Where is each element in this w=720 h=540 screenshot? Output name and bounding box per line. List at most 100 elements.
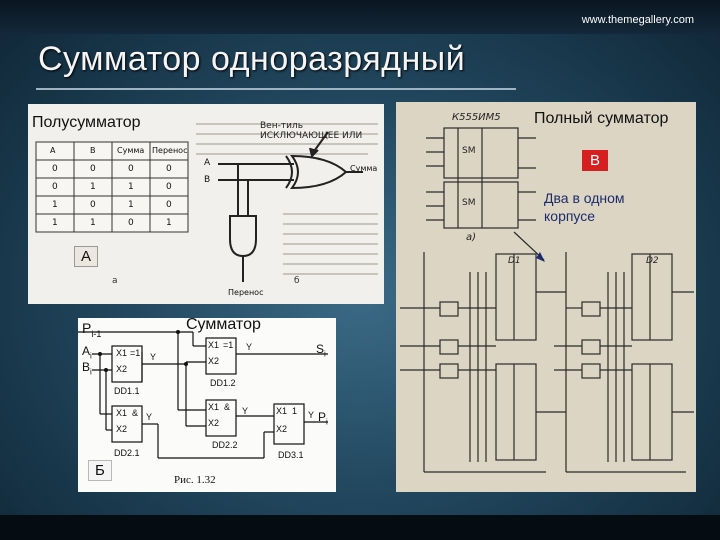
input-b-main: B bbox=[82, 360, 91, 374]
block-d2-upper bbox=[631, 253, 673, 341]
chip-upper-block bbox=[443, 127, 519, 179]
gate-dd2-2-id: DD2.2 bbox=[212, 440, 238, 450]
input-a-main: A bbox=[82, 344, 91, 358]
half-adder-title: Полусумматор bbox=[32, 114, 141, 131]
figure-caption: Рис. 1.32 bbox=[174, 474, 216, 486]
diagram-letter-a: а) bbox=[466, 232, 477, 243]
table-cell: 0 bbox=[90, 200, 96, 210]
chip-lower-block bbox=[443, 181, 519, 229]
block-label-d1: D1 bbox=[508, 256, 521, 266]
table-cell: 0 bbox=[166, 200, 172, 210]
table-header-carry: Перенос bbox=[152, 146, 188, 155]
scanned-text-lines bbox=[196, 123, 378, 275]
half-adder-input-a: A bbox=[204, 158, 211, 168]
gate-dd3-1-id: DD3.1 bbox=[278, 450, 304, 460]
adder-circuit-diagram bbox=[78, 330, 328, 459]
gate-dd1-2-out: Y bbox=[246, 342, 253, 352]
gate-dd3-1-body bbox=[273, 403, 305, 445]
figure-letter-b: б bbox=[294, 276, 300, 286]
table-cell: 1 bbox=[90, 218, 96, 228]
gate-dd1-2-in2: X2 bbox=[208, 356, 220, 366]
half-adder-diagram bbox=[35, 123, 378, 282]
chip-name: К555ИМ5 bbox=[452, 112, 501, 123]
gate-dd2-2-out: Y bbox=[242, 406, 249, 416]
chip-sm-lower: SM bbox=[462, 198, 476, 208]
carry-output-label: Перенос bbox=[228, 288, 264, 297]
gate-dd1-1-in1: X1 bbox=[116, 348, 128, 358]
footer-bar bbox=[0, 515, 720, 540]
gate-dd2-1-op: & bbox=[132, 408, 139, 418]
block-label-d2: D2 bbox=[646, 256, 659, 266]
gate-dd1-1-out: Y bbox=[150, 352, 157, 362]
table-cell: 0 bbox=[52, 182, 58, 192]
gate-dd2-2-op: & bbox=[224, 402, 231, 412]
table-cell: 0 bbox=[166, 164, 172, 174]
slide-title: Сумматор одноразрядный bbox=[38, 40, 466, 78]
chip-sm-upper: SM bbox=[462, 146, 476, 156]
table-cell: 1 bbox=[128, 200, 134, 210]
header-url: www.themegallery.com bbox=[581, 14, 694, 26]
panel-tag-a: А bbox=[74, 246, 99, 267]
input-a-label: Ai bbox=[82, 344, 92, 360]
gate-dd2-1-in1: X1 bbox=[116, 408, 128, 418]
pointer-arrowhead bbox=[536, 252, 545, 262]
truth-table-grid bbox=[35, 141, 189, 233]
table-cell: 1 bbox=[52, 200, 58, 210]
two-in-one-note: Два в одном корпусе bbox=[544, 190, 625, 224]
gate-dd1-1-in2: X2 bbox=[116, 364, 128, 374]
input-p-main: P bbox=[82, 320, 92, 336]
xor-gate bbox=[218, 131, 363, 190]
adder-panel: Сумматор Pi-1 Ai Bi Si Pi X1 X2 =1 Y DD1… bbox=[78, 318, 336, 492]
gate-dd1-2-body bbox=[205, 337, 237, 375]
gate-dd3-1-out: Y bbox=[308, 410, 315, 420]
table-cell: 0 bbox=[90, 164, 96, 174]
gate-dd1-2-in1: X1 bbox=[208, 340, 220, 350]
gate-dd1-1-id: DD1.1 bbox=[114, 386, 140, 396]
output-s-main: S bbox=[316, 342, 325, 356]
panel-tag-b: Б bbox=[88, 460, 112, 481]
input-b-label: Bi bbox=[82, 360, 92, 376]
panel-tag-v: В bbox=[582, 150, 609, 171]
header-bar: www.themegallery.com bbox=[0, 0, 720, 34]
xor-gate-caption: Вен-тиль ИСКЛЮЧАЮЩЕЕ ИЛИ bbox=[260, 121, 363, 141]
input-p-sub: i-1 bbox=[91, 328, 102, 339]
table-header-sum: Сумма bbox=[117, 146, 145, 155]
gate-dd2-1-out: Y bbox=[146, 412, 153, 422]
output-p-sub: i bbox=[326, 417, 328, 427]
table-header-b: B bbox=[90, 146, 96, 155]
title-divider bbox=[36, 88, 516, 90]
gate-dd2-2-in1: X1 bbox=[208, 402, 220, 412]
gate-dd2-1-id: DD2.1 bbox=[114, 448, 140, 458]
gate-dd3-1-in1: X1 bbox=[276, 406, 288, 416]
gate-dd3-1-op: 1 bbox=[292, 406, 298, 416]
full-adder-title: Полный сумматор bbox=[534, 110, 669, 127]
gate-dd2-2-in2: X2 bbox=[208, 418, 220, 428]
half-adder-panel: Полусумматор Вен-тиль ИСКЛЮЧАЮЩЕЕ ИЛИ A … bbox=[28, 104, 384, 304]
table-cell: 1 bbox=[166, 218, 172, 228]
and-gate bbox=[229, 164, 257, 282]
block-d2-lower bbox=[631, 363, 673, 461]
block-d1-upper bbox=[495, 253, 537, 341]
input-a-sub: i bbox=[90, 351, 92, 361]
gate-dd1-1-op: =1 bbox=[130, 348, 141, 358]
table-cell: 0 bbox=[52, 164, 58, 174]
output-s-label: Si bbox=[316, 342, 326, 358]
gate-dd1-2-id: DD1.2 bbox=[210, 378, 236, 388]
figure-letter-a: а bbox=[112, 276, 118, 286]
block-d1-lower bbox=[495, 363, 537, 461]
table-header-a: A bbox=[50, 146, 56, 155]
table-cell: 0 bbox=[128, 164, 134, 174]
gate-dd2-2-body bbox=[205, 399, 237, 437]
input-b-sub: i bbox=[90, 367, 92, 377]
output-s-sub: i bbox=[324, 349, 326, 359]
adder-title: Сумматор bbox=[186, 318, 261, 333]
output-p-main: P bbox=[318, 410, 327, 424]
table-cell: 1 bbox=[128, 182, 134, 192]
table-cell: 0 bbox=[128, 218, 134, 228]
half-adder-input-b: B bbox=[204, 175, 211, 185]
table-cell: 1 bbox=[52, 218, 58, 228]
full-adder-diagram bbox=[400, 127, 694, 473]
output-p-label: Pi bbox=[318, 410, 328, 426]
full-adder-panel: К555ИМ5 SM SM а) D1 D2 Полный сумматор В… bbox=[396, 102, 696, 492]
